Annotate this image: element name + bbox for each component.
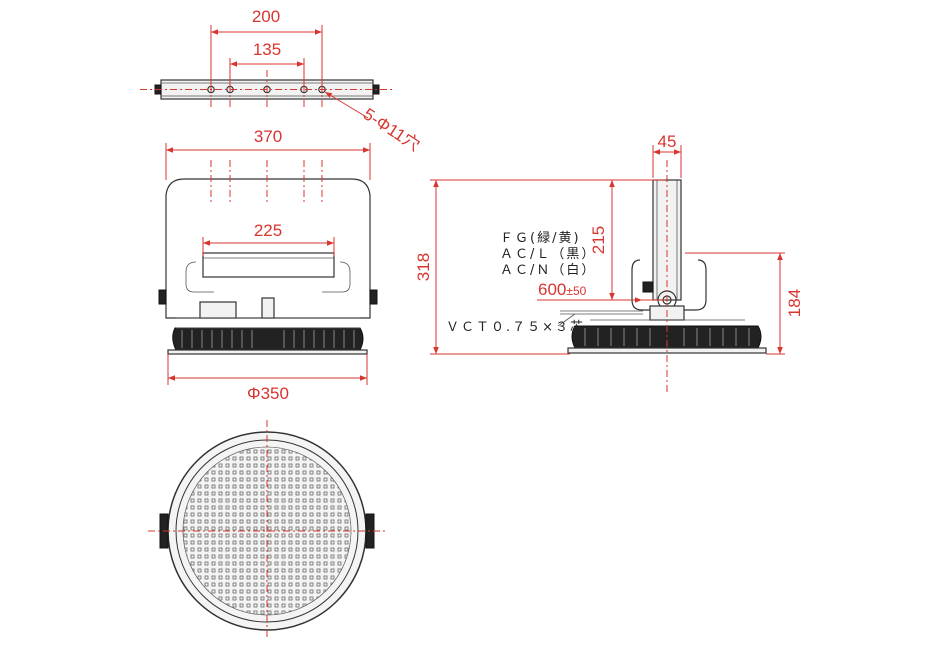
dim-overall-height-text: 318 xyxy=(414,253,433,281)
dim-cable-length: 600±50 xyxy=(537,280,642,303)
dim-bracket-width-text: 200 xyxy=(252,7,280,26)
dim-diameter: Φ350 xyxy=(167,354,368,403)
dim-box-width: 225 xyxy=(202,221,335,256)
dim-bracket-height-text: 215 xyxy=(589,226,608,254)
dim-hole-spec: 5-Φ11穴 xyxy=(324,91,423,155)
dim-side-width-text: 45 xyxy=(658,132,677,151)
dim-box-width-text: 225 xyxy=(254,221,282,240)
front-housing xyxy=(165,178,371,319)
dim-diameter-text: Φ350 xyxy=(247,384,289,403)
dim-cable-length-value: 600 xyxy=(538,280,566,299)
wire-labels: ＦＧ(緑/黄) ＡＣ/Ｌ（黒） ＡＣ/Ｎ（白） ＶＣＴ０.７５×３芯 xyxy=(446,231,596,335)
cable-spec-label: ＶＣＴ０.７５×３芯 xyxy=(446,320,585,335)
dim-bracket-width: 200 xyxy=(210,7,323,86)
dim-hole-pitch: 135 xyxy=(229,40,305,86)
dim-overall-width: 370 xyxy=(165,127,371,180)
dim-cable-tolerance: ±50 xyxy=(566,284,586,298)
dim-cable-length-text: 600±50 xyxy=(538,280,587,299)
wire-fg-label: ＦＧ(緑/黄) xyxy=(500,231,581,246)
dim-body-height: 184 xyxy=(685,252,804,355)
dim-overall-width-text: 370 xyxy=(254,127,282,146)
dim-hole-pitch-text: 135 xyxy=(253,40,281,59)
dim-hole-spec-text: 5-Φ11穴 xyxy=(360,104,423,154)
dim-overall-height: 318 xyxy=(414,180,570,355)
wire-acn-label: ＡＣ/Ｎ（白） xyxy=(500,262,596,278)
bottom-view xyxy=(148,420,388,640)
top-view-bracket xyxy=(140,70,395,108)
wire-acl-label: ＡＣ/Ｌ（黒） xyxy=(500,247,596,262)
dim-body-height-text: 184 xyxy=(785,289,804,317)
driver-box xyxy=(202,252,335,278)
dim-side-width: 45 xyxy=(652,132,682,178)
front-view xyxy=(158,160,378,355)
side-view xyxy=(560,160,767,395)
